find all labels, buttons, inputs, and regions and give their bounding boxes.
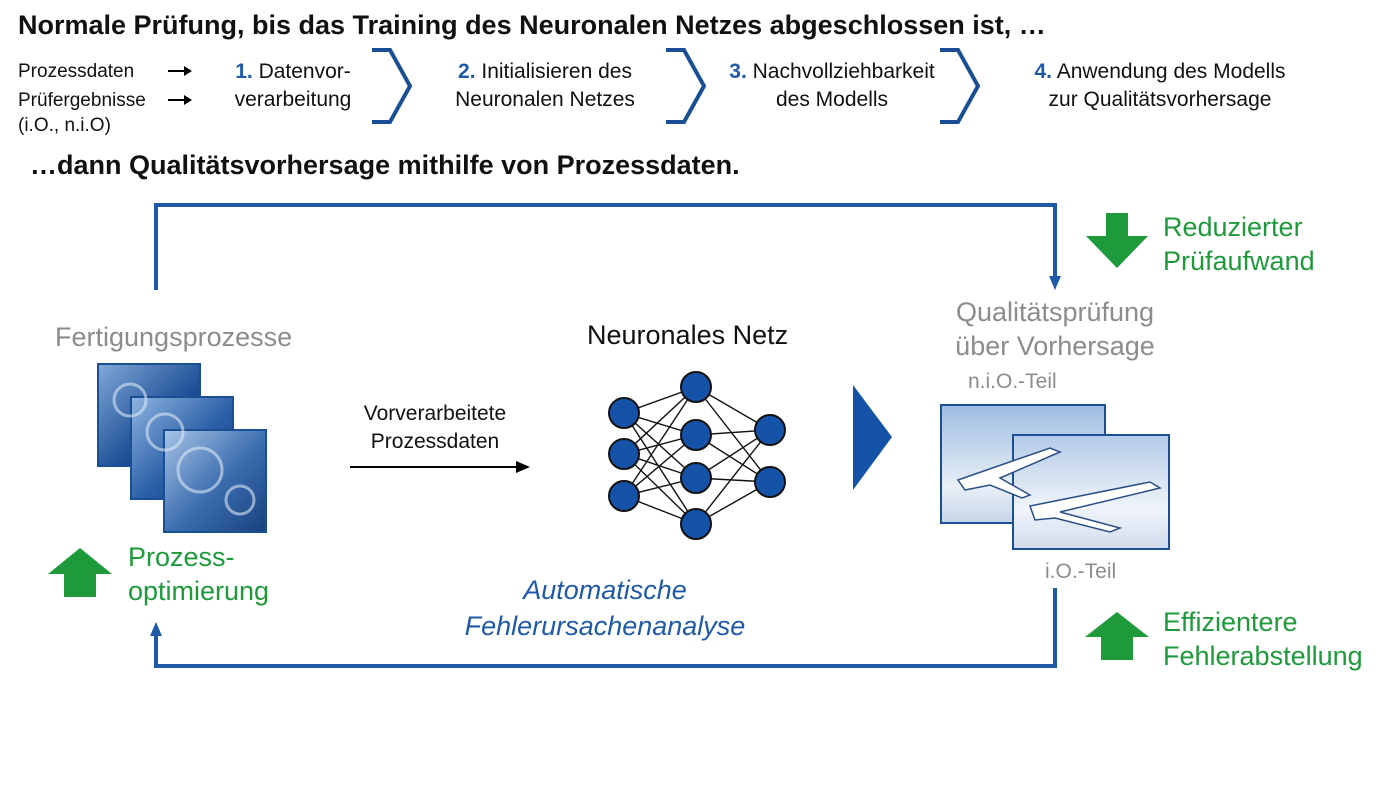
page-subtitle: …dann Qualitätsvorhersage mithilfe von P…: [30, 150, 740, 180]
optim-line2: optimierung: [128, 576, 270, 606]
step-4: 4. Anwendung des Modells zur Qualitätsvo…: [995, 58, 1325, 114]
effizient-label: Effizientere Fehlerabstellung: [1163, 605, 1363, 673]
qp-title: Qualitätsprüfung über Vorhersage: [930, 295, 1180, 363]
page-title: Normale Prüfung, bis das Training des Ne…: [18, 10, 1046, 40]
green-down-arrow-icon: [1086, 213, 1148, 268]
green-up-arrow-optim-icon: [48, 548, 112, 597]
feedback-loop-top: [154, 203, 1057, 290]
effizient-line2: Fehlerabstellung: [1163, 641, 1363, 671]
loop-top-arrowhead: [1049, 276, 1061, 290]
reduced-line2: Prüfaufwand: [1163, 246, 1315, 276]
arrow-label-line1: Vorverarbeitete: [363, 402, 507, 425]
nio-label: n.i.O.-Teil: [968, 370, 1057, 393]
step-4-line1: Anwendung des Modells: [1056, 60, 1286, 83]
effizient-line1: Effizientere: [1163, 607, 1298, 637]
arrow-label: Vorverarbeitete Prozessdaten: [340, 400, 530, 456]
qp-line1: Qualitätsprüfung: [955, 297, 1155, 327]
analysis-label: Automatische Fehlerursachenanalyse: [430, 572, 780, 644]
nn-connections: [623, 386, 771, 525]
step-1-line2: verarbeitung: [234, 88, 352, 111]
nn-nodes: [608, 371, 786, 540]
step-4-line2: zur Qualitätsvorhersage: [1048, 88, 1272, 111]
data-flow-arrow: [350, 461, 530, 473]
step-1-number: 1.: [235, 60, 253, 83]
step-2: 2. Initialisieren des Neuronalen Netzes: [420, 58, 670, 114]
step-2-line2: Neuronalen Netzes: [455, 88, 635, 111]
input-prozessdaten: Prozessdaten: [18, 61, 135, 82]
step-4-number: 4.: [1034, 60, 1052, 83]
step-2-number: 2.: [458, 60, 476, 83]
optim-line1: Prozess-: [128, 542, 235, 572]
aircraft-icons: [956, 447, 1162, 533]
step-3-line2: des Modells: [775, 88, 889, 111]
gear-icons: [112, 382, 256, 516]
io-label: i.O.-Teil: [1045, 560, 1117, 583]
loop-bottom-arrowhead: [150, 622, 162, 636]
nn-title: Neuronales Netz: [587, 320, 789, 350]
play-triangle-icon: [853, 385, 892, 490]
feedback-loop-bottom: [154, 588, 1057, 668]
step-3: 3. Nachvollziehbarkeit des Modells: [702, 58, 962, 114]
reduced-line1: Reduzierter: [1163, 212, 1303, 242]
input-pruefergebnisse-detail: (i.O., n.i.O): [18, 115, 111, 136]
reduced-effort-label: Reduzierter Prüfaufwand: [1163, 210, 1315, 278]
arrow-label-line2: Prozessdaten: [370, 430, 500, 453]
green-up-arrow-effizient-icon: [1085, 612, 1149, 660]
input-arrow-icons: [168, 66, 192, 105]
step-1: 1. Datenvor- verarbeitung: [218, 58, 368, 114]
analysis-line2: Fehlerursachenanalyse: [464, 611, 746, 641]
optimierung-label: Prozess- optimierung: [128, 540, 269, 608]
step-chevron-icons: [372, 48, 981, 124]
step-3-number: 3.: [729, 60, 747, 83]
step-2-line1: Initialisieren des: [481, 60, 632, 83]
step-3-line1: Nachvollziehbarkeit: [752, 60, 935, 83]
fertigung-title: Fertigungsprozesse: [55, 322, 293, 352]
qp-line2: über Vorhersage: [955, 331, 1155, 361]
step-1-line1: Datenvor-: [258, 60, 351, 83]
analysis-line1: Automatische: [523, 575, 687, 605]
input-pruefergebnisse: Prüfergebnisse: [18, 90, 146, 111]
